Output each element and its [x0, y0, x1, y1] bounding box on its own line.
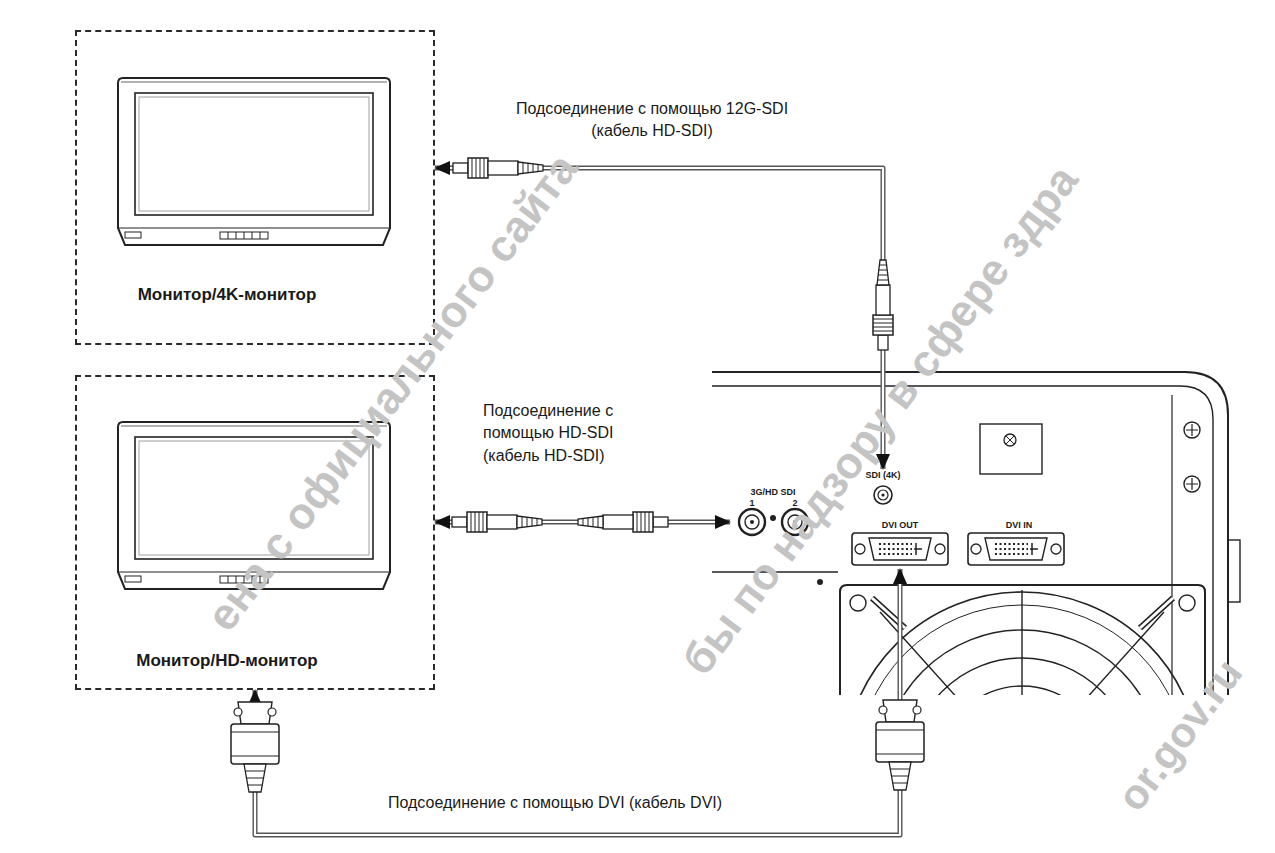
cooling-fan — [872, 598, 1173, 628]
dvi-plug — [231, 702, 279, 792]
cooling-fan — [880, 590, 1164, 695]
node-label: DVI IN — [1006, 520, 1033, 530]
port-socket — [745, 515, 759, 529]
dvi-socket — [852, 533, 948, 565]
device-rear-panel — [1228, 540, 1240, 602]
device-rear-panel — [1186, 424, 1198, 436]
arrow-head — [255, 569, 900, 835]
node-label: 3G/HD SDI — [750, 487, 795, 497]
device-rear-panel — [1171, 395, 1172, 695]
cooling-fan — [850, 595, 866, 611]
node-label: DVI OUT — [882, 520, 919, 530]
port-socket — [881, 493, 884, 496]
cooling-fan — [1179, 595, 1195, 611]
device-rear-panel — [1006, 436, 1014, 444]
device-rear-panel — [1186, 478, 1198, 490]
device-rear-panel — [817, 579, 823, 585]
node-label: Монитор/HD-монитор — [136, 651, 317, 671]
dvi-socket — [968, 533, 1064, 565]
cable-line — [255, 569, 900, 835]
device-rear-panel — [1184, 476, 1200, 492]
bnc-plug — [452, 512, 542, 532]
bnc-plug — [578, 512, 668, 532]
port-socket — [739, 509, 765, 535]
node-label: SDI (4K) — [865, 470, 900, 480]
port-socket — [878, 490, 888, 500]
monitor-illustration — [118, 78, 390, 245]
sdi-4k-port: SDI (4K) — [860, 469, 906, 505]
device-rear-panel — [1184, 422, 1200, 438]
device-rear-panel — [980, 424, 1042, 474]
watermark: or.gov.ru — [1110, 652, 1250, 818]
bnc-plug — [873, 260, 893, 350]
connection-label: Подсоединение с помощью DVI (кабель DVI) — [388, 792, 722, 814]
connection-label: Подсоединение с помощью 12G-SDI (кабель … — [502, 98, 802, 143]
device-rear-panel — [1004, 434, 1016, 446]
cable-line — [255, 569, 900, 835]
dvi-out-port: DVI OUT — [846, 519, 954, 569]
dvi-in-port: DVI IN — [970, 519, 1068, 569]
port-socket — [770, 515, 776, 521]
node-label: Монитор/4K-монитор — [138, 285, 317, 305]
cooling-fan — [872, 598, 1173, 628]
monitor-zone: Монитор/4K-монитор — [75, 30, 435, 345]
cooling-fan — [840, 585, 1205, 853]
node-label: 1 — [749, 498, 754, 508]
dvi-plug — [876, 700, 924, 790]
cooling-fan — [844, 590, 1200, 695]
cable-connector — [255, 569, 900, 835]
port-socket — [750, 520, 754, 524]
connection-label: Подсоединение с помощью HD-SDI (кабель H… — [483, 400, 663, 467]
port-socket — [874, 486, 892, 504]
